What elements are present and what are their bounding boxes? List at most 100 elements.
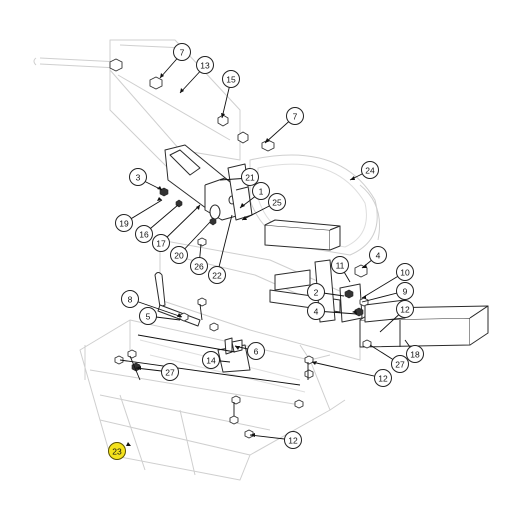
callout-circle (268, 193, 286, 211)
callout-circle (173, 43, 191, 61)
callout-14: 14 (202, 351, 220, 369)
callout-1: 1 (252, 182, 270, 200)
callout-label: 12 (378, 374, 388, 384)
callout-group: 7 13 15 7 24 3 21 1 19 25 16 17 20 22 26 4 11 10 2 9 8 4 12 5 18… (108, 43, 424, 460)
callout-label: 23 (112, 447, 122, 457)
callout-8: 8 (121, 290, 139, 308)
callout-3: 3 (129, 168, 147, 186)
callout-7: 7 (173, 43, 191, 61)
callout-circle (139, 307, 157, 325)
callout-label: 15 (226, 75, 236, 85)
callout-12: 12 (284, 431, 302, 449)
callout-circle (170, 246, 188, 264)
callout-18: 18 (406, 345, 424, 363)
callout-label: 27 (165, 368, 175, 378)
callout-circle (374, 369, 392, 387)
callout-circle (286, 107, 304, 125)
callout-circle (208, 266, 226, 284)
callout-label: 4 (376, 251, 381, 261)
callout-label: 18 (410, 350, 420, 360)
leader-arrowheads (126, 73, 367, 446)
callout-5: 5 (139, 307, 157, 325)
callout-7: 7 (286, 107, 304, 125)
callout-24: 24 (361, 161, 379, 179)
callout-label: 20 (174, 251, 184, 261)
callout-label: 16 (139, 230, 149, 240)
callout-circle (202, 351, 220, 369)
callout-circle (396, 300, 414, 318)
callout-11: 11 (331, 256, 349, 274)
callout-label: 8 (128, 295, 133, 305)
callout-label: 2 (314, 288, 319, 298)
callout-13: 13 (196, 56, 214, 74)
callout-4: 4 (307, 302, 325, 320)
callout-label: 13 (200, 61, 210, 71)
callout-circle (241, 168, 259, 186)
callout-label: 6 (254, 347, 259, 357)
callout-label: 11 (336, 261, 345, 271)
callout-4: 4 (369, 246, 387, 264)
callout-circle (121, 290, 139, 308)
callout-label: 14 (206, 356, 216, 366)
callout-circle (284, 431, 302, 449)
callout-label: 27 (395, 360, 405, 370)
callout-circle (222, 70, 240, 88)
callout-10: 10 (396, 263, 414, 281)
callout-label: 9 (403, 287, 408, 297)
callout-label: 3 (136, 173, 141, 183)
callout-label: 4 (314, 307, 319, 317)
callout-20: 20 (170, 246, 188, 264)
callout-label: 10 (400, 268, 410, 278)
callout-circle (161, 363, 179, 381)
callout-circle (391, 355, 409, 373)
callout-label: 5 (146, 312, 151, 322)
callout-9: 9 (396, 282, 414, 300)
callout-circle (331, 256, 349, 274)
callout-circle (396, 263, 414, 281)
callout-circle (152, 234, 170, 252)
callout-label: 24 (365, 166, 375, 176)
callout-circle (406, 345, 424, 363)
callout-6: 6 (247, 342, 265, 360)
callout-label: 21 (245, 173, 255, 183)
callout-16: 16 (135, 225, 153, 243)
callout-label: 19 (119, 219, 129, 229)
callout-circle (361, 161, 379, 179)
callout-label: 1 (259, 187, 264, 197)
callout-label: 7 (180, 48, 185, 58)
callout-circle (129, 168, 147, 186)
callout-26: 26 (190, 257, 208, 275)
callout-17: 17 (152, 234, 170, 252)
callout-circle (252, 182, 270, 200)
callout-25: 25 (268, 193, 286, 211)
callout-circle (307, 302, 325, 320)
callout-label: 26 (194, 262, 204, 272)
callout-circle (196, 56, 214, 74)
callout-21: 21 (241, 168, 259, 186)
callout-12: 12 (396, 300, 414, 318)
callout-circle (135, 225, 153, 243)
callout-label: 22 (212, 271, 222, 281)
callout-highlight-circle (108, 442, 126, 460)
callout-label: 25 (272, 198, 282, 208)
callout-circle (247, 342, 265, 360)
callout-label: 17 (156, 239, 166, 249)
callout-circle (396, 282, 414, 300)
callout-15: 15 (222, 70, 240, 88)
callout-circle (115, 214, 133, 232)
callout-label: 12 (400, 305, 410, 315)
callout-27: 27 (391, 355, 409, 373)
callout-12: 12 (374, 369, 392, 387)
callout-23: 23 (108, 442, 126, 460)
callout-circle (190, 257, 208, 275)
callout-27: 27 (161, 363, 179, 381)
callout-circle (369, 246, 387, 264)
callout-22: 22 (208, 266, 226, 284)
callout-19: 19 (115, 214, 133, 232)
parts-linework (109, 58, 489, 439)
callout-2: 2 (307, 283, 325, 301)
callout-label: 12 (288, 436, 298, 446)
callout-label: 7 (293, 112, 298, 122)
callout-circle (307, 283, 325, 301)
